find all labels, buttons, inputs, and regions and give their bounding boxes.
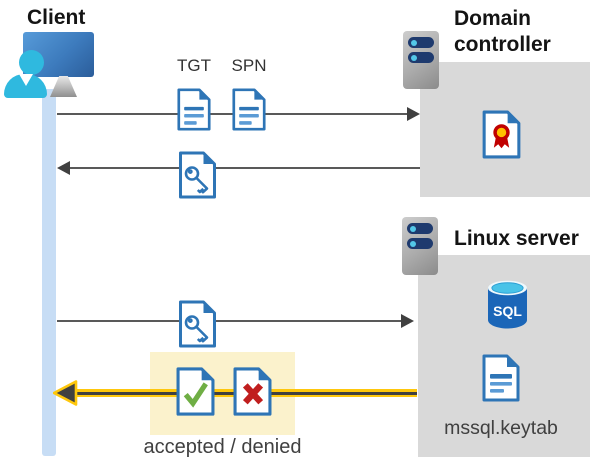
server-led — [411, 54, 417, 61]
key-ticket-document-icon-response — [179, 151, 216, 199]
keytab-filename-label: mssql.keytab — [444, 417, 558, 439]
domain-controller-label: Domain controller — [454, 7, 551, 56]
key-ticket-document-icon-request — [179, 300, 216, 348]
arrow-dc-to-client — [68, 167, 420, 169]
server-bay — [407, 238, 433, 249]
arrow-client-to-dc-head — [407, 107, 420, 121]
server-led — [410, 225, 416, 232]
spn-label: SPN — [231, 56, 267, 75]
client-lifeline — [42, 89, 56, 456]
monitor-stand — [50, 76, 77, 97]
sql-database-icon: SQL — [488, 280, 527, 329]
arrow-client-to-linux — [57, 320, 403, 322]
person-icon — [19, 50, 44, 75]
linux-server-server-icon — [402, 217, 438, 275]
arrow-client-to-linux-head — [401, 314, 414, 328]
linux-server-label: Linux server — [454, 227, 579, 250]
arrow-dc-to-client-head — [57, 161, 70, 175]
spn-document-icon — [232, 88, 266, 131]
sql-badge-text: SQL — [493, 303, 522, 319]
server-bay — [408, 52, 434, 63]
tgt-document-icon — [177, 88, 211, 131]
keytab-document-icon — [482, 354, 520, 402]
certificate-document-icon — [482, 110, 521, 159]
server-bay — [407, 223, 433, 234]
domain-controller-server-icon — [403, 31, 439, 89]
arrow-linux-to-client-head — [53, 380, 78, 406]
server-led — [410, 240, 416, 247]
accepted-check-document-icon — [176, 367, 215, 416]
denied-x-document-icon — [233, 367, 272, 416]
result-label: accepted / denied — [143, 436, 302, 458]
server-bay — [408, 37, 434, 48]
tgt-label: TGT — [177, 56, 211, 75]
server-led — [411, 39, 417, 46]
client-label: Client — [27, 6, 86, 29]
